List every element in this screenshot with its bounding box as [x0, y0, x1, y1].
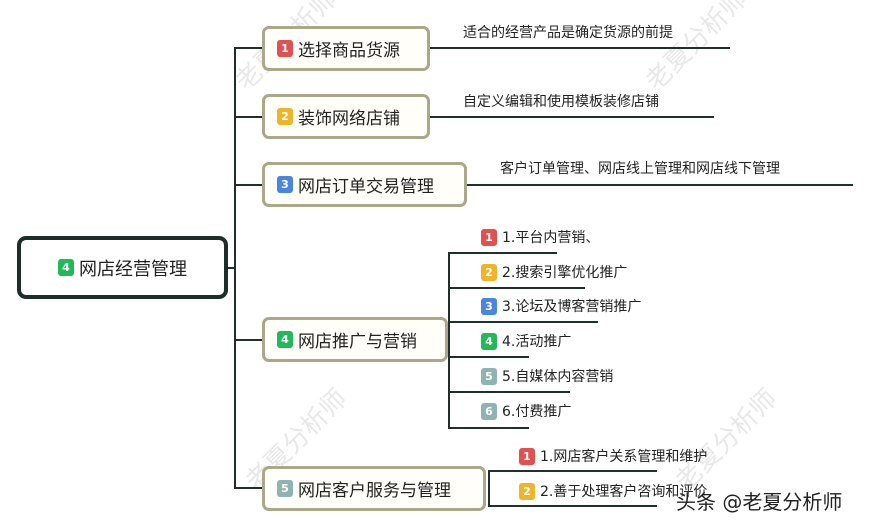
root-label: 网店经营管理 — [79, 258, 187, 280]
sub-trunk-line — [448, 252, 450, 428]
priority-badge: 4 — [58, 259, 74, 276]
leaf-node[interactable]: 2 2.善于处理客户咨询和评价 — [519, 481, 707, 501]
connector — [234, 47, 262, 49]
leaf-line — [448, 287, 585, 289]
leaf-label: 4.活动推广 — [502, 334, 572, 350]
leaf-node[interactable]: 5 5.自媒体内容营销 — [481, 366, 613, 386]
branch-label: 装饰网络店铺 — [298, 109, 400, 129]
branch-node-4[interactable]: 4 网店推广与营销 — [262, 317, 448, 362]
leaf-line — [488, 470, 657, 472]
branch-node-5[interactable]: 5 网店客户服务与管理 — [262, 466, 486, 511]
connector — [234, 184, 262, 186]
watermark: 老夏分析师 — [670, 383, 784, 497]
leaf-label: 2.善于处理客户咨询和评价 — [540, 484, 708, 500]
leaf-node[interactable]: 1 1.网店客户关系管理和维护 — [519, 446, 707, 466]
priority-badge: 6 — [481, 402, 497, 420]
priority-badge: 2 — [277, 108, 293, 125]
leaf-node[interactable]: 4 4.活动推广 — [481, 331, 571, 351]
leaf-node[interactable]: 6 6.付费推广 — [481, 401, 571, 421]
branch-node-3[interactable]: 3 网店订单交易管理 — [262, 162, 467, 207]
priority-badge: 1 — [481, 228, 497, 246]
leaf-node[interactable]: 1 1.平台内营销、 — [481, 227, 599, 247]
priority-badge: 4 — [277, 331, 293, 348]
leaf-node[interactable]: 适合的经营产品是确定货源的前提 — [463, 25, 673, 41]
branch-label: 网店推广与营销 — [298, 332, 417, 352]
branch-node-1[interactable]: 1 选择商品货源 — [262, 26, 430, 71]
leaf-line — [448, 356, 529, 358]
root-node[interactable]: 4 网店经营管理 — [17, 236, 228, 299]
leaf-line — [430, 47, 730, 49]
branch-label: 网店客户服务与管理 — [298, 481, 451, 501]
priority-badge: 5 — [277, 480, 293, 497]
leaf-node[interactable]: 3 3.论坛及博客营销推广 — [481, 296, 641, 316]
leaf-line — [467, 184, 853, 186]
leaf-label: 1.网店客户关系管理和维护 — [540, 449, 708, 465]
connector — [228, 267, 236, 269]
priority-badge: 5 — [481, 367, 497, 385]
leaf-label: 2.搜索引擎优化推广 — [502, 265, 628, 281]
priority-badge: 1 — [277, 40, 293, 57]
connector — [234, 487, 262, 489]
priority-badge: 2 — [519, 482, 535, 500]
leaf-line — [488, 505, 657, 507]
leaf-node[interactable]: 自定义编辑和使用模板装修店铺 — [463, 94, 659, 110]
priority-badge: 2 — [481, 263, 497, 281]
leaf-line — [430, 116, 714, 118]
source-credit: 头条 @老夏分析师 — [676, 490, 843, 514]
branch-node-2[interactable]: 2 装饰网络店铺 — [262, 94, 430, 139]
leaf-line — [448, 252, 557, 254]
branch-label: 选择商品货源 — [298, 41, 400, 61]
leaf-label: 1.平台内营销、 — [502, 230, 600, 246]
priority-badge: 1 — [519, 447, 535, 465]
connector — [234, 116, 262, 118]
leaf-label: 6.付费推广 — [502, 404, 572, 420]
priority-badge: 3 — [481, 297, 497, 315]
leaf-label: 5.自媒体内容营销 — [502, 369, 614, 385]
priority-badge: 4 — [481, 332, 497, 350]
leaf-line — [448, 427, 529, 429]
leaf-node[interactable]: 2 2.搜索引擎优化推广 — [481, 262, 627, 282]
leaf-line — [448, 321, 598, 323]
priority-badge: 3 — [277, 176, 293, 193]
leaf-line — [448, 391, 570, 393]
leaf-label: 3.论坛及博客营销推广 — [502, 299, 642, 315]
leaf-node[interactable]: 客户订单管理、网店线上管理和网店线下管理 — [500, 161, 780, 177]
sub-trunk-line — [488, 470, 490, 507]
connector — [234, 339, 262, 341]
branch-label: 网店订单交易管理 — [298, 177, 434, 197]
trunk-line — [234, 47, 236, 489]
